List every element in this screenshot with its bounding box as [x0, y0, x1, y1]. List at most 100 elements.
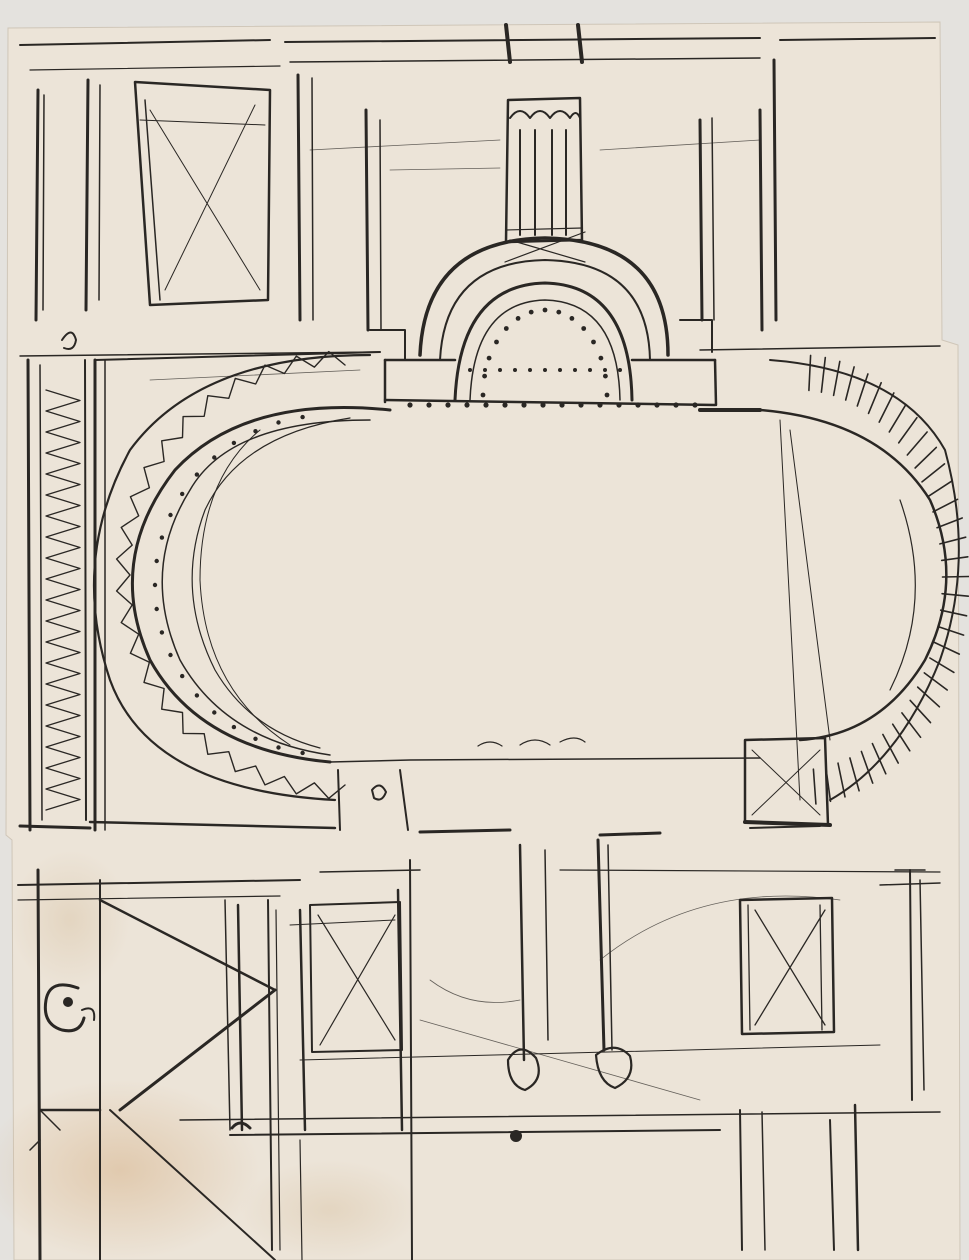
apse-dot: [635, 402, 641, 408]
apse-dot: [540, 402, 546, 408]
apse-dot: [513, 368, 517, 372]
apse-dot: [618, 368, 622, 372]
stain-lower-left: [0, 1080, 260, 1260]
lower-band-lines: [17, 869, 941, 1136]
apse-dot: [603, 368, 607, 372]
apse-dot: [616, 402, 622, 408]
hemicycle-dot: [154, 606, 159, 612]
lower-pilasters: [224, 838, 941, 1260]
apse-dot: [483, 402, 489, 408]
apse-dot: [445, 402, 451, 408]
apse-dot: [542, 307, 548, 313]
paper-sheet: [5, 21, 961, 1260]
hatch-stroke: [812, 768, 817, 805]
hemicycle-dot: [253, 736, 258, 741]
hemicycle-dot: [154, 558, 159, 564]
hemicycle-dot: [159, 630, 165, 635]
scroll-flourish-icon: [43, 983, 96, 1033]
apse-dot: [578, 402, 584, 408]
apse-dot: [543, 368, 547, 372]
hatch-stroke: [929, 657, 955, 674]
hatch-stroke: [891, 723, 911, 752]
left-hemicycle-zigzag: [115, 350, 346, 800]
hatch-stroke: [867, 381, 882, 415]
hatch-stroke: [941, 592, 969, 597]
apse-dot: [521, 402, 527, 408]
hatch-stroke: [897, 416, 918, 444]
hemicycle-dot: [168, 652, 173, 658]
hemicycle-dot: [152, 582, 158, 588]
apse-dot: [486, 355, 492, 361]
apse-dot: [480, 392, 486, 398]
apse-dot: [654, 402, 660, 408]
apse-dot: [483, 368, 487, 372]
apse-dot: [528, 368, 532, 372]
apse-dot: [588, 368, 592, 372]
top-band-lines: [19, 37, 941, 357]
hatch-stroke: [849, 757, 860, 792]
ink-drawing: [17, 23, 969, 1260]
right-hemicycle-hatch: [808, 354, 969, 805]
right-lower-box: [743, 736, 832, 827]
apse-dot-ring: [407, 307, 698, 408]
hatch-stroke: [937, 625, 965, 636]
hemicycle-dot: [194, 693, 200, 698]
apse-dot: [482, 373, 487, 379]
hatch-stroke: [940, 556, 969, 562]
hemicycle-dot: [180, 491, 185, 497]
hemicycle-dot: [159, 535, 165, 540]
hatch-stroke: [936, 517, 963, 529]
apse-dot: [603, 373, 608, 379]
hemicycle-dot: [300, 414, 305, 420]
oval-hall: [88, 351, 960, 832]
hatch-stroke: [941, 575, 969, 578]
apse-dot: [515, 316, 521, 321]
hatch-stroke: [901, 712, 922, 739]
top-exedra: [369, 236, 762, 412]
apse-dot: [604, 392, 610, 398]
stain-left-mid: [10, 850, 130, 990]
lower-x-box-left: [289, 901, 403, 1053]
hatch-stroke: [882, 733, 899, 764]
apse-dot: [558, 368, 562, 372]
apse-dot: [407, 402, 413, 408]
hatch-stroke: [933, 641, 961, 655]
top-left-frame: [133, 80, 272, 307]
apse-dot: [559, 402, 565, 408]
apse-dot: [503, 326, 509, 331]
apse-dot: [528, 309, 534, 315]
apse-dot: [673, 402, 679, 408]
hatch-stroke: [916, 686, 941, 708]
hatch-stroke: [844, 366, 855, 401]
apse-dot: [502, 402, 508, 408]
hemicycle-dot: [276, 745, 281, 750]
hatch-stroke: [939, 536, 967, 545]
hatch-stroke: [939, 609, 968, 617]
hatch-stroke: [871, 742, 887, 775]
apse-dot: [573, 368, 577, 372]
apse-dot: [498, 368, 502, 372]
left-margin-column: [18, 331, 92, 832]
apse-dot: [494, 339, 499, 345]
lower-x-box-right: [738, 896, 836, 1036]
lower-left-truss: [29, 868, 281, 1260]
left-hemicycle-dots: [152, 414, 305, 756]
margin-zigzag: [45, 389, 81, 811]
hatch-stroke: [837, 762, 846, 798]
hatch-stroke: [906, 431, 928, 456]
hemicycle-dot: [300, 750, 305, 756]
hatch-stroke: [932, 498, 959, 513]
hemicycle-dot: [168, 512, 173, 518]
hatch-stroke: [856, 373, 869, 407]
hatch-stroke: [888, 403, 907, 433]
apse-dot: [598, 355, 604, 361]
apse-dot: [581, 326, 587, 331]
hemicycle-dot: [194, 472, 200, 477]
apse-dot: [692, 402, 698, 408]
column-bases: [230, 1046, 633, 1142]
zigzag-stroke: [45, 389, 81, 811]
hemicycle-dot: [276, 420, 281, 425]
stain-lower-mid: [240, 1160, 420, 1260]
hatch-stroke: [909, 699, 932, 724]
apse-dot: [591, 339, 596, 345]
